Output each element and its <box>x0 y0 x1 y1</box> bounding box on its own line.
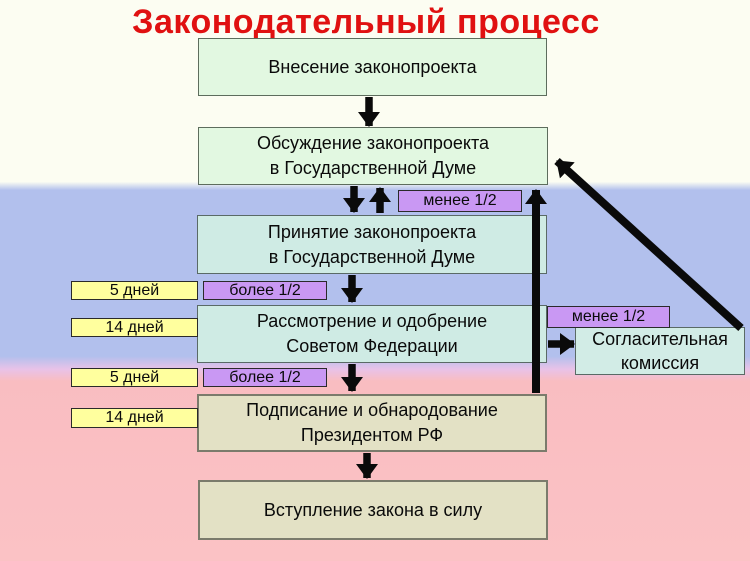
duration-tag-14days-1-label: 14 дней <box>105 318 164 336</box>
flow-box-president-signing-line1: Подписание и обнародование <box>246 400 498 420</box>
vote-tag-more-half-1-label: более 1/2 <box>229 281 301 299</box>
duration-tag-14days-2: 14 дней <box>71 408 198 428</box>
duration-tag-14days-2-label: 14 дней <box>105 409 164 426</box>
flow-box-duma-discussion: Обсуждение законопроекта в Государственн… <box>198 127 548 185</box>
flow-box-submission: Внесение законопроекта <box>198 38 547 96</box>
flow-box-law-entry-label: Вступление закона в силу <box>263 499 483 520</box>
arrow-commission-to-discussion <box>554 158 744 331</box>
duration-tag-14days-1: 14 дней <box>71 318 198 337</box>
flow-box-duma-adoption: Принятие законопроекта в Государственной… <box>197 215 547 274</box>
duration-tag-5days-1-label: 5 дней <box>109 281 160 299</box>
flow-box-duma-discussion-line2: в Государственной Думе <box>269 158 477 178</box>
flow-box-federation-review-line2: Советом Федерации <box>286 336 458 356</box>
duration-tag-5days-2-label: 5 дней <box>109 368 160 386</box>
flow-box-federation-review: Рассмотрение и одобрение Советом Федерац… <box>197 305 547 363</box>
flow-box-submission-label: Внесение законопроекта <box>268 56 477 77</box>
vote-tag-less-half-right: менее 1/2 <box>547 306 670 328</box>
flow-box-law-entry: Вступление закона в силу <box>198 480 548 540</box>
vote-tag-less-half-right-label: менее 1/2 <box>571 308 646 325</box>
page-title: Законодательный процесс <box>132 3 600 41</box>
duration-tag-5days-2: 5 дней <box>71 368 198 387</box>
flow-box-duma-discussion-line1: Обсуждение законопроекта <box>256 133 490 153</box>
flow-box-president-signing-line2: Президентом РФ <box>300 425 444 445</box>
vote-tag-more-half-2-label: более 1/2 <box>229 368 301 386</box>
vote-tag-less-half-top-label: менее 1/2 <box>423 192 497 209</box>
duration-tag-5days-1: 5 дней <box>71 281 198 300</box>
commission-box-line2: комиссия <box>620 353 700 373</box>
vote-tag-less-half-top: менее 1/2 <box>398 190 522 212</box>
vote-tag-more-half-1: более 1/2 <box>203 281 327 300</box>
flow-box-president-signing: Подписание и обнародование Президентом Р… <box>197 394 547 452</box>
flow-box-duma-adoption-line2: в Государственной Думе <box>268 246 476 267</box>
flow-box-federation-review-line1: Рассмотрение и одобрение <box>256 311 488 331</box>
commission-box: Согласительная комиссия <box>575 327 745 375</box>
vote-tag-more-half-2: более 1/2 <box>203 368 327 387</box>
commission-box-line1: Согласительная <box>592 329 728 349</box>
flow-box-duma-adoption-line1: Принятие законопроекта <box>267 221 477 242</box>
